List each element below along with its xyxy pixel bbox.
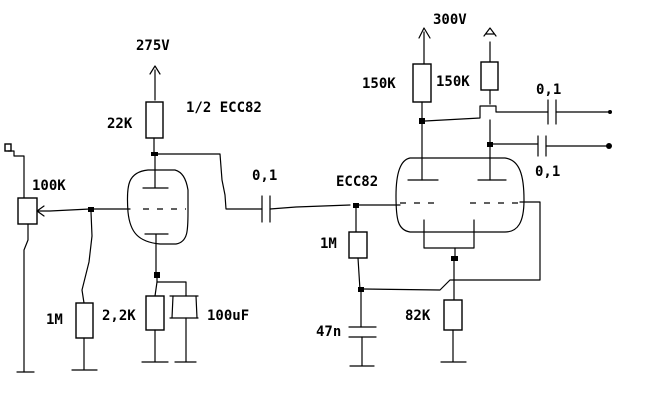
pot-label: 100K	[32, 178, 66, 194]
grid-resistor-right	[348, 203, 401, 291]
output-capacitor-bottom-label: 0,1	[535, 164, 560, 180]
cathode-network-left	[141, 272, 199, 363]
right-supply	[418, 27, 497, 65]
cathode-resistor-right-label: 82K	[405, 308, 431, 324]
tube-left-label: 1/2 ECC82	[186, 100, 262, 116]
plate-resistor-right-b	[480, 61, 499, 181]
grid-resistor-left	[71, 207, 131, 371]
plate-resistor-left-label: 22K	[107, 116, 133, 132]
tube-left	[126, 155, 189, 273]
input-jack	[4, 143, 25, 199]
right-supply-label: 300V	[433, 12, 467, 28]
capacitor-47n-label: 47n	[316, 324, 341, 340]
plate-resistor-left	[145, 101, 164, 156]
output-capacitor-bottom	[489, 119, 612, 157]
plate-resistor-right-a	[412, 63, 432, 181]
grid-resistor-left-label: 1M	[46, 312, 63, 328]
tube-right	[395, 157, 525, 301]
left-supply-label: 275V	[136, 38, 170, 54]
plate-resistor-right-a-label: 150K	[362, 76, 396, 92]
plate-wire-left	[157, 153, 263, 210]
cathode-resistor-left-label: 2,2K	[102, 308, 136, 324]
output-capacitor-top-label: 0,1	[536, 82, 561, 98]
cathode-resistor-right	[440, 299, 467, 363]
tube-right-label: ECC82	[336, 174, 378, 190]
coupling-capacitor-label: 0,1	[252, 168, 277, 184]
capacitor-47n	[348, 201, 541, 367]
output-capacitor-top	[424, 99, 612, 125]
left-supply	[149, 65, 161, 101]
grid-resistor-right-label: 1M	[320, 236, 337, 252]
plate-resistor-right-b-label: 150K	[436, 74, 470, 90]
cathode-capacitor-left-label: 100uF	[207, 308, 249, 324]
potentiometer-100k	[16, 197, 91, 373]
coupling-capacitor	[261, 195, 351, 223]
